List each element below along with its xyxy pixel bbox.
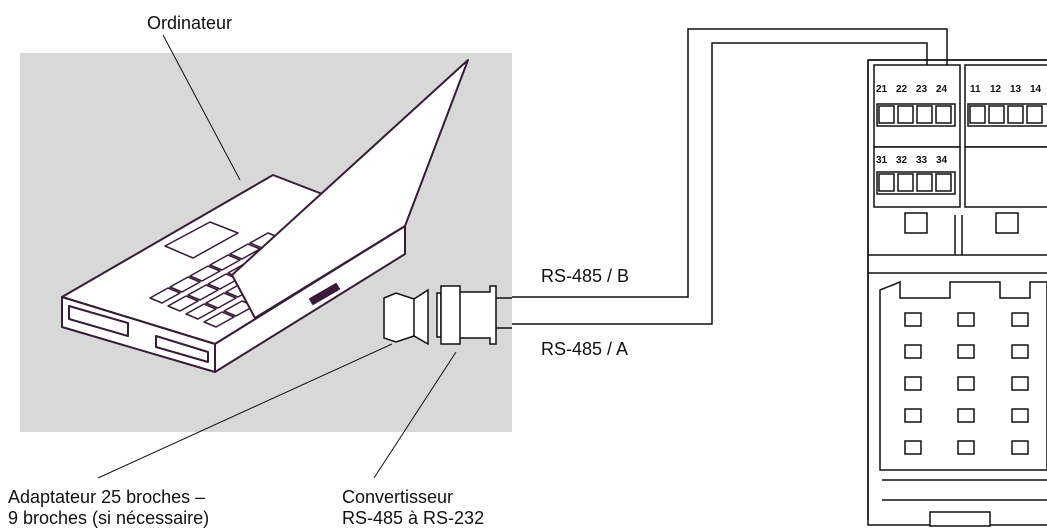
adapter-25-9 xyxy=(383,288,429,346)
adapter-label-line1: Adaptateur 25 broches – xyxy=(8,487,206,507)
terminal-24: 24 xyxy=(936,84,948,95)
terminal-32: 32 xyxy=(896,155,908,166)
rs485-b-label: RS-485 / B xyxy=(541,266,630,286)
indicator-square xyxy=(904,440,922,455)
terminal-23: 23 xyxy=(916,84,928,95)
terminal-screws xyxy=(878,105,1043,192)
indicator-square xyxy=(1011,408,1029,423)
indicator-square xyxy=(1011,376,1029,391)
terminal-12: 12 xyxy=(990,84,1002,95)
laptop-illustration xyxy=(61,59,469,373)
terminal-22: 22 xyxy=(896,84,908,95)
terminal-21: 21 xyxy=(876,84,888,95)
computer-label: Ordinateur xyxy=(147,13,233,33)
leader-lines xyxy=(97,34,457,479)
indicator-square xyxy=(904,408,922,423)
terminal-numbers: 21 22 23 24 11 12 13 14 31 32 33 34 xyxy=(876,84,1042,166)
indicator-square xyxy=(1011,344,1029,359)
terminal-screw xyxy=(935,105,952,124)
terminal-screw xyxy=(1007,105,1024,124)
terminal-screw xyxy=(878,105,895,124)
indicator-square xyxy=(957,376,975,391)
terminal-11: 11 xyxy=(970,84,981,95)
terminal-13: 13 xyxy=(1010,84,1022,95)
indicator-square xyxy=(957,408,975,423)
rs485-a-label: RS-485 / A xyxy=(541,339,629,359)
indicator-square xyxy=(1011,440,1029,455)
terminal-screw xyxy=(969,105,986,124)
terminal-screw xyxy=(897,105,914,124)
indicator-square xyxy=(957,440,975,455)
terminal-screw xyxy=(1026,105,1043,124)
indicator-grid xyxy=(904,312,1029,455)
terminal-screw xyxy=(988,105,1005,124)
indicator-square xyxy=(957,312,975,327)
terminal-screw xyxy=(897,173,914,192)
terminal-screw xyxy=(916,105,933,124)
indicator-square xyxy=(904,376,922,391)
terminal-34: 34 xyxy=(936,155,948,166)
indicator-square xyxy=(904,312,922,327)
adapter-label-line2: 9 broches (si nécessaire) xyxy=(8,508,210,528)
terminal-14: 14 xyxy=(1030,84,1042,95)
terminal-screw xyxy=(935,173,952,192)
converter-label-line2: RS-485 à RS-232 xyxy=(342,508,485,528)
indicator-square xyxy=(957,344,975,359)
indicator-square xyxy=(904,344,922,359)
terminal-screw xyxy=(916,173,933,192)
converter-rs485-rs232 xyxy=(436,285,512,345)
adapter-label: Adaptateur 25 broches – 9 broches (si né… xyxy=(8,487,209,529)
device-module xyxy=(867,59,1047,527)
terminal-33: 33 xyxy=(916,155,928,166)
indicator-square xyxy=(1011,312,1029,327)
converter-label: Convertisseur RS-485 à RS-232 xyxy=(342,487,484,529)
converter-label-line1: Convertisseur xyxy=(342,487,454,507)
terminal-screw xyxy=(878,173,895,192)
terminal-31: 31 xyxy=(876,155,888,166)
